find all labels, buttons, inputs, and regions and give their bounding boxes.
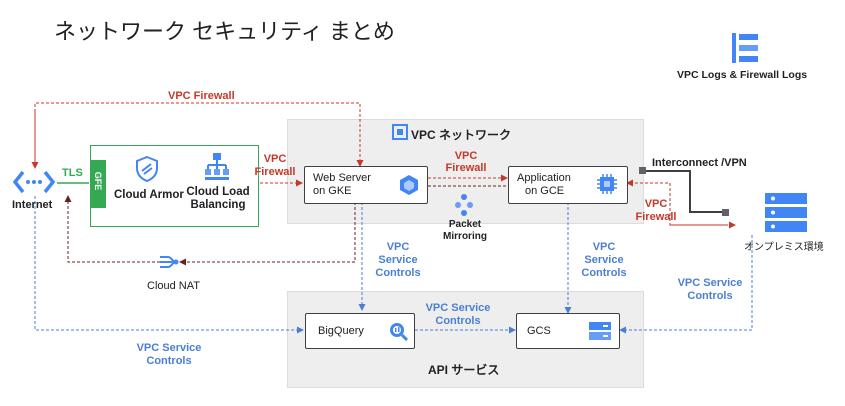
packet-mirroring-line2: Mirroring	[443, 231, 487, 242]
packet-mirroring-label: Packet Mirroring	[440, 219, 490, 243]
service-controls-label-api: VPC Service Controls	[424, 302, 492, 328]
service-controls-label-app: VPC Service Controls	[572, 241, 636, 280]
service-controls-app-line2: Controls	[581, 267, 627, 279]
cloud-nat-icon	[160, 256, 179, 268]
gce-icon	[597, 174, 617, 194]
firewall-onprem-line2: Firewall	[635, 211, 677, 223]
tls-label: TLS	[62, 167, 83, 179]
cloud-nat-label: Cloud NAT	[147, 280, 200, 292]
service-controls-api-line2: Controls	[435, 315, 481, 327]
gcs-icon	[589, 322, 611, 340]
onprem-label: オンプレミス環境	[744, 242, 824, 253]
logs-label: VPC Logs & Firewall Logs	[677, 69, 808, 81]
page-title: ネットワーク セキュリティ まとめ	[54, 19, 395, 44]
packet-mirroring-icon	[455, 194, 473, 216]
service-controls-app-line1: VPC Service	[584, 241, 624, 266]
firewall-mid-line2: Firewall	[445, 162, 487, 174]
application-line1: Application	[517, 172, 571, 184]
service-controls-onprem-line2: Controls	[687, 290, 733, 302]
logs-icon	[732, 33, 758, 63]
gke-icon	[400, 175, 418, 195]
packet-mirroring-line1: Packet	[448, 219, 482, 230]
web-server-node[interactable]: Web Server on GKE	[304, 166, 428, 204]
bigquery-icon	[390, 323, 408, 341]
firewall-lb-line2: Firewall	[254, 166, 296, 178]
interconnect-label: Interconnect /VPN	[652, 157, 747, 169]
vpc-icon	[392, 124, 408, 140]
firewall-label-top: VPC Firewall	[168, 90, 235, 102]
web-server-line2: on GKE	[313, 185, 352, 197]
load-balancer-icon	[205, 153, 229, 180]
firewall-lb-line1: VPC	[263, 153, 287, 165]
internet-label: Internet	[12, 199, 53, 211]
service-controls-web-line1: VPC Service	[378, 241, 418, 266]
bigquery-label: BigQuery	[318, 325, 364, 337]
vpc-zone-title: VPC ネットワーク	[411, 128, 512, 142]
service-controls-label-onprem: VPC Service Controls	[676, 277, 744, 303]
service-controls-label-web: VPC Service Controls	[366, 241, 430, 280]
service-controls-internet-line2: Controls	[146, 355, 192, 367]
service-controls-web-line2: Controls	[375, 267, 421, 279]
web-server-line1: Web Server	[313, 172, 371, 184]
application-line2: on GCE	[525, 185, 565, 197]
firewall-label-lb: VPC Firewall	[252, 153, 298, 179]
cloud-armor-label: Cloud Armor	[114, 189, 184, 201]
gfe-label: GFE	[93, 171, 103, 191]
api-zone-title: API サービス	[428, 363, 500, 377]
firewall-mid-line1: VPC	[454, 150, 478, 162]
gfe-bar	[90, 160, 106, 208]
internet-icon	[13, 170, 55, 194]
server-rack-icon	[765, 193, 807, 232]
service-controls-api-line1: VPC Service	[425, 302, 491, 314]
service-controls-onprem-line1: VPC Service	[677, 277, 743, 289]
cloud-lb-line2: Balancing	[190, 199, 246, 211]
edge-security-box	[90, 145, 259, 227]
service-controls-label-internet: VPC Service Controls	[134, 342, 204, 368]
gcs-node[interactable]: GCS	[516, 313, 620, 349]
firewall-onprem-line1: VPC	[644, 198, 668, 210]
bigquery-node[interactable]: BigQuery	[305, 313, 415, 349]
firewall-label-onprem: VPC Firewall	[630, 198, 682, 224]
shield-icon	[136, 156, 158, 182]
service-controls-internet-line1: VPC Service	[136, 342, 202, 354]
cloud-lb-label: Cloud Load Balancing	[185, 186, 251, 212]
firewall-label-mid: VPC Firewall	[440, 150, 492, 174]
cloud-lb-line1: Cloud Load	[186, 186, 250, 198]
application-node[interactable]: Application on GCE	[508, 166, 628, 204]
gcs-label: GCS	[527, 325, 551, 337]
